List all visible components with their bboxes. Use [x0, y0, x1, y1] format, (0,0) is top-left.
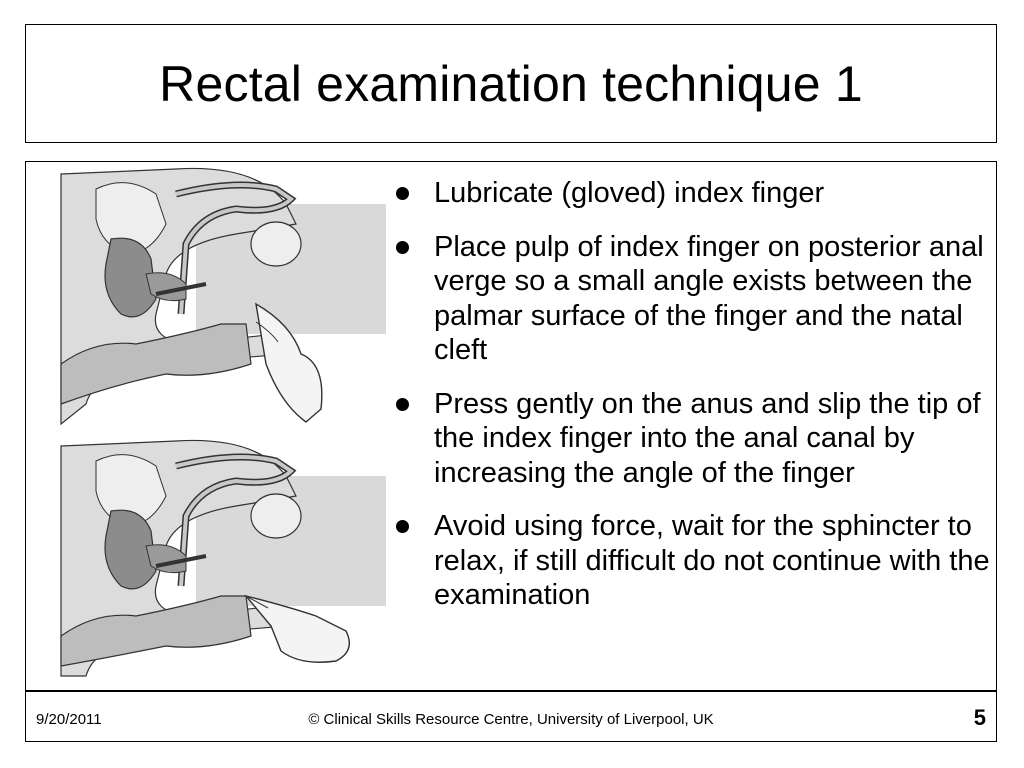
footer: 9/20/2011 © Clinical Skills Resource Cen… — [25, 690, 997, 742]
bullet-item: Avoid using force, wait for the sphincte… — [394, 509, 994, 613]
top-diagram — [60, 167, 386, 426]
page-number: 5 — [973, 705, 986, 730]
bullet-item: Place pulp of index finger on posterior … — [394, 230, 994, 368]
title-box: Rectal examination technique 1 — [25, 24, 997, 143]
bullet-text: Place pulp of index finger on posterior … — [434, 230, 984, 367]
content-box: Lubricate (gloved) index finger Place pu… — [25, 161, 997, 692]
bullet-dot-icon — [396, 187, 409, 200]
bullet-item: Lubricate (gloved) index finger — [394, 176, 994, 211]
slide-title: Rectal examination technique 1 — [159, 55, 863, 112]
bullet-dot-icon — [396, 397, 409, 411]
footer-date: 9/20/2011 — [36, 711, 102, 728]
bullet-item: Press gently on the anus and slip the ti… — [394, 387, 994, 491]
footer-copyright: © Clinical Skills Resource Centre, Unive… — [308, 711, 714, 728]
bottom-diagram — [60, 439, 386, 677]
bullet-text: Press gently on the anus and slip the ti… — [434, 387, 981, 489]
bullet-list: Lubricate (gloved) index finger Place pu… — [394, 176, 994, 632]
bullet-text: Avoid using force, wait for the sphincte… — [434, 510, 990, 611]
bullet-dot-icon — [396, 520, 409, 533]
bullet-text: Lubricate (gloved) index finger — [434, 177, 825, 209]
bullet-dot-icon — [396, 240, 409, 254]
anatomical-illustration — [60, 167, 386, 677]
